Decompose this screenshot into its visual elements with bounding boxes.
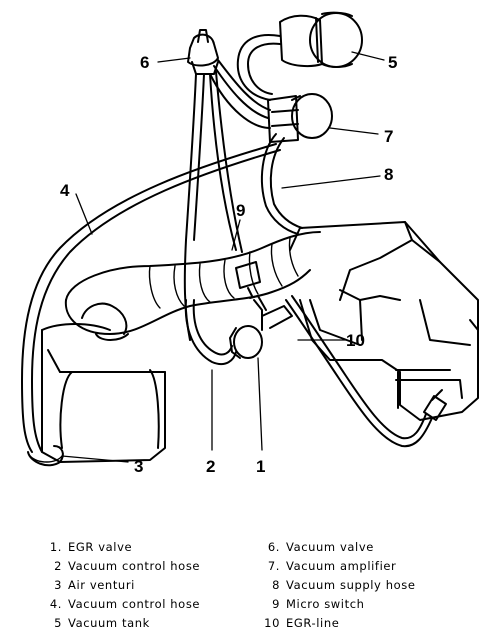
hose-vacuum-valve-down — [183, 71, 243, 341]
intake-manifold — [289, 221, 479, 421]
egr-line-10 — [285, 295, 447, 448]
hose-tank-to-amplifier — [236, 34, 281, 101]
egr-system-diagram: 6 5 7 8 4 9 10 3 2 1 — [21, 11, 479, 476]
callout-8: 8 — [384, 165, 393, 184]
air-cleaner-housing — [41, 323, 166, 463]
callout-1: 1 — [256, 457, 265, 476]
vacuum-valve — [187, 29, 219, 75]
callout-10: 10 — [346, 331, 365, 350]
callout-2: 2 — [206, 457, 215, 476]
callout-3: 3 — [134, 457, 143, 476]
hose-vacuum-supply-8 — [260, 133, 303, 235]
legend-item-6: 6.Vacuum valve — [267, 540, 374, 554]
callout-4: 4 — [60, 181, 70, 200]
air-intake-duct — [64, 231, 321, 341]
legend-item-4: 4.Vacuum control hose — [49, 597, 201, 611]
hose-vacuum-control-2 — [184, 299, 237, 366]
legend-item-7: 7.Vacuum amplifier — [267, 559, 397, 573]
air-venturi — [27, 445, 64, 467]
egr-valve — [229, 295, 293, 359]
callout-7: 7 — [384, 127, 393, 146]
callout-leaders — [61, 51, 385, 463]
callout-6: 6 — [140, 53, 149, 72]
hose-valve-to-amplifier — [209, 59, 271, 129]
callout-5: 5 — [388, 53, 397, 72]
micro-switch — [235, 261, 261, 297]
callout-9: 9 — [236, 201, 245, 220]
vacuum-tank — [279, 11, 363, 68]
vacuum-amplifier — [267, 93, 333, 143]
legend-item-1: 1.EGR valve — [49, 540, 133, 554]
